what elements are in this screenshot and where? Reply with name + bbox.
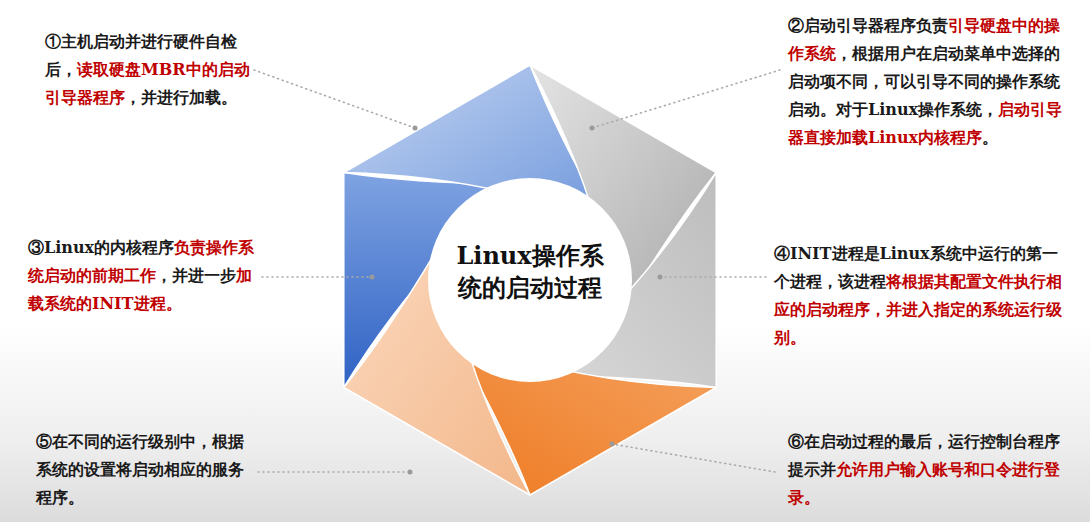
- diagram-title: Linux操作系统的启动过程: [445, 240, 615, 304]
- step-text: ③Linux的内核程序: [28, 238, 174, 257]
- step-text: ②启动引导器程序负责: [788, 16, 948, 35]
- step-description: ⑤在不同的运行级别中，根据系统的设置将启动相应的服务程序。: [36, 428, 258, 512]
- step-description: ②启动引导器程序负责引导硬盘中的操作系统，根据用户在启动菜单中选择的启动项不同，…: [788, 12, 1070, 152]
- step-text: ，并进行加载。: [125, 88, 237, 107]
- step-text: 。: [982, 128, 998, 147]
- step-description: ③Linux的内核程序负责操作系统启动的前期工作，并进一步加载系统的INIT进程…: [28, 234, 258, 318]
- step-description: ④INIT进程是Linux系统中运行的第一个进程，该进程将根据其配置文件执行相应…: [774, 240, 1064, 352]
- step-text: ⑤在不同的运行级别中，根据系统的设置将启动相应的服务程序。: [36, 432, 244, 507]
- leader-dots: [370, 126, 663, 475]
- step-description: ⑥在启动过程的最后，运行控制台程序提示并允许用户输入账号和口令进行登录。: [788, 428, 1070, 512]
- step-text: ，并进一步: [156, 266, 236, 285]
- center-hole: [428, 178, 632, 382]
- leader-lines: [254, 70, 780, 472]
- step-description: ①主机启动并进行硬件自检后，读取硬盘MBR中的启动引导器程序，并进行加载。: [45, 28, 250, 112]
